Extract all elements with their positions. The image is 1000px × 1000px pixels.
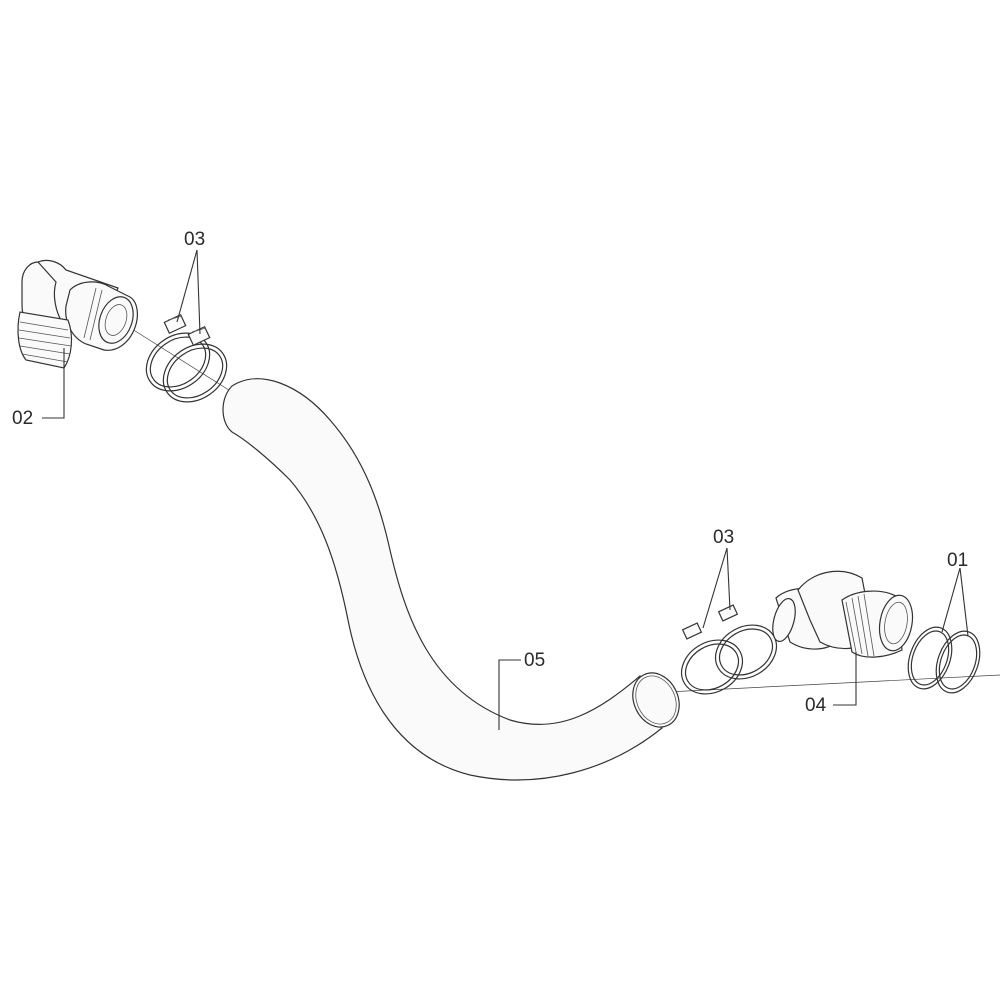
sealing-ring-01-b <box>935 630 981 694</box>
hose-clamp-03-upper-a <box>145 313 211 392</box>
sealing-ring-01-a <box>907 626 953 690</box>
elbow-fitting-02 <box>17 259 138 369</box>
callout-05: 05 <box>524 650 545 671</box>
callout-04: 04 <box>805 695 827 716</box>
hose-clamp-03-upper-b <box>162 325 228 403</box>
elbow-connector-04 <box>772 570 914 658</box>
hose-clamp-03-lower-a <box>680 622 744 695</box>
leader-lines <box>42 249 969 730</box>
callout-01: 01 <box>947 550 968 571</box>
callout-03-lower: 03 <box>713 527 734 548</box>
hose-05 <box>222 378 680 781</box>
callout-03-upper: 03 <box>184 229 205 250</box>
callout-02: 02 <box>12 408 33 429</box>
